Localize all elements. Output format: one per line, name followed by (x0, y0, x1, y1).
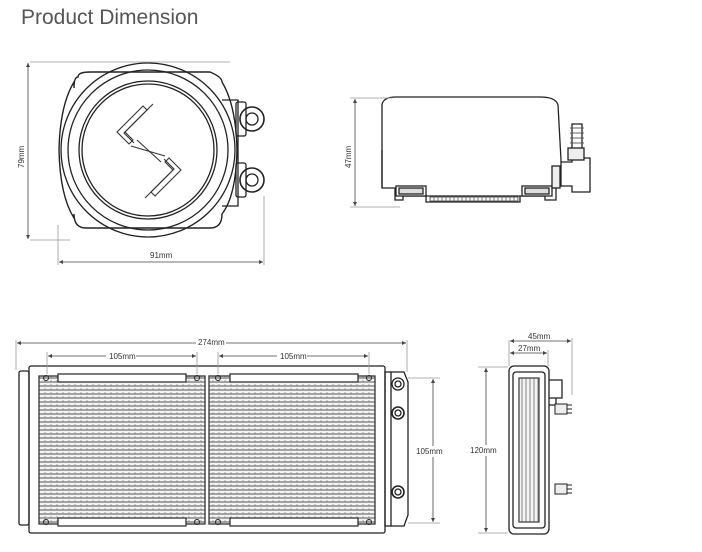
dim-pump-side-height: 47mm (344, 145, 353, 168)
pump-front-dimensions (26, 61, 265, 265)
dim-pump-width: 91mm (150, 251, 173, 260)
dim-fan-left: 105mm (109, 352, 136, 361)
dim-pump-height: 79mm (17, 145, 26, 168)
dim-radiator-depth-total: 45mm (528, 332, 551, 341)
radiator-side-view (508, 365, 572, 535)
pump-side-view (381, 96, 591, 203)
dim-radiator-length: 274mm (198, 338, 225, 347)
pump-front-view (58, 62, 265, 238)
page-title: Product Dimension (21, 6, 199, 29)
dim-radiator-inner-height: 105mm (416, 447, 443, 456)
dim-radiator-depth-core: 27mm (518, 344, 541, 353)
radiator-front-view (18, 365, 409, 534)
dim-radiator-height: 120mm (470, 446, 497, 455)
dim-fan-right: 105mm (280, 352, 307, 361)
pump-side-dimensions (350, 97, 400, 208)
